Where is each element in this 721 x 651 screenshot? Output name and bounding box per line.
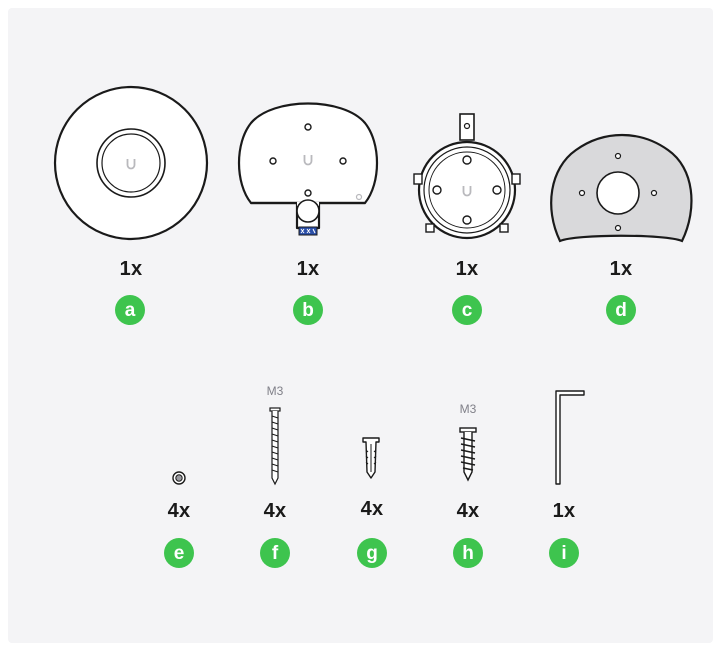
quantity-d: 1x xyxy=(609,258,633,280)
badge-f: f xyxy=(260,538,290,568)
quantity-c: 1x xyxy=(455,258,479,280)
mounting-bracket-icon xyxy=(237,102,379,236)
badge-h: h xyxy=(453,538,483,568)
quantity-b: 1x xyxy=(296,258,320,280)
size-label-h: M3 xyxy=(459,402,477,416)
quantity-e: 4x xyxy=(167,500,191,522)
mounting-plate-icon xyxy=(550,134,693,243)
package-contents-panel: 1x a 1x b 1x c xyxy=(8,8,713,643)
hex-key-icon xyxy=(555,390,585,485)
badge-c: c xyxy=(452,295,482,325)
wood-screw-icon xyxy=(459,427,477,482)
badge-b: b xyxy=(293,295,323,325)
quantity-a: 1x xyxy=(119,258,143,280)
badge-g: g xyxy=(357,538,387,568)
wall-anchor-icon xyxy=(362,437,380,479)
long-screw-icon xyxy=(269,407,281,486)
badge-a: a xyxy=(115,295,145,325)
quantity-f: 4x xyxy=(263,500,287,522)
badge-d: d xyxy=(606,295,636,325)
access-point-device-icon xyxy=(53,85,209,241)
quantity-i: 1x xyxy=(552,500,576,522)
mounting-ring-icon xyxy=(413,113,521,240)
quantity-h: 4x xyxy=(456,500,480,522)
quantity-g: 4x xyxy=(360,498,384,520)
badge-e: e xyxy=(164,538,194,568)
badge-i: i xyxy=(549,538,579,568)
size-label-f: M3 xyxy=(266,384,284,398)
nut-icon xyxy=(172,471,186,485)
